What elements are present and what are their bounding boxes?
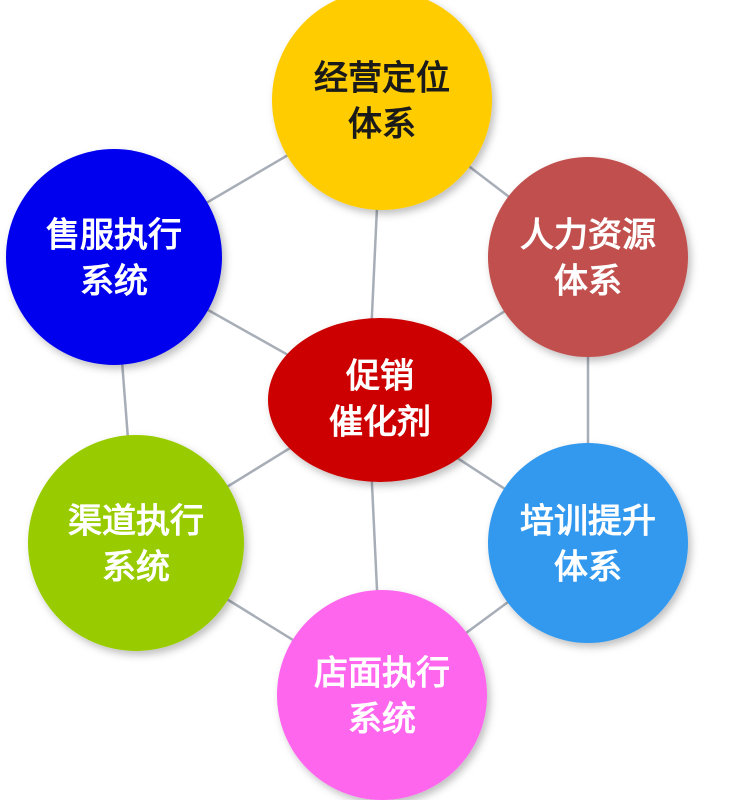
- node-business-positioning: 经营定位 体系: [272, 0, 492, 210]
- node-circle-lower-left: [28, 435, 244, 651]
- node-training: 培训提升 体系: [488, 443, 688, 643]
- node-label-upper-left-line1: 售服执行: [46, 216, 182, 256]
- node-circle-upper-right: [488, 157, 688, 357]
- node-store-execution: 店面执行 系统: [277, 590, 487, 800]
- node-label-top-line1: 经营定位: [314, 59, 450, 99]
- node-circle-top: [272, 0, 492, 210]
- node-label-center-line2: 催化剂: [329, 403, 431, 443]
- node-label-lower-right-line1: 培训提升: [520, 502, 656, 542]
- node-label-bottom-line2: 系统: [348, 700, 416, 740]
- node-channel-execution: 渠道执行 系统: [28, 435, 244, 651]
- node-label-lower-left-line2: 系统: [102, 548, 170, 588]
- node-ellipse-center: [268, 318, 492, 482]
- node-label-upper-right-line2: 体系: [554, 262, 622, 302]
- node-label-center-line1: 促销: [345, 357, 414, 397]
- node-circle-upper-left: [6, 149, 222, 365]
- node-center-catalyst: 促销 催化剂: [268, 318, 492, 482]
- node-label-lower-left-line1: 渠道执行: [68, 502, 204, 542]
- node-label-upper-left-line2: 系统: [80, 262, 148, 302]
- node-after-sales-execution: 售服执行 系统: [6, 149, 222, 365]
- node-circle-bottom: [277, 590, 487, 800]
- node-human-resources: 人力资源 体系: [488, 157, 688, 357]
- node-label-lower-right-line2: 体系: [554, 548, 622, 588]
- node-label-bottom-line1: 店面执行: [314, 654, 450, 694]
- node-circle-lower-right: [488, 443, 688, 643]
- node-label-upper-right-line1: 人力资源: [520, 216, 656, 256]
- node-label-top-line2: 体系: [348, 105, 416, 145]
